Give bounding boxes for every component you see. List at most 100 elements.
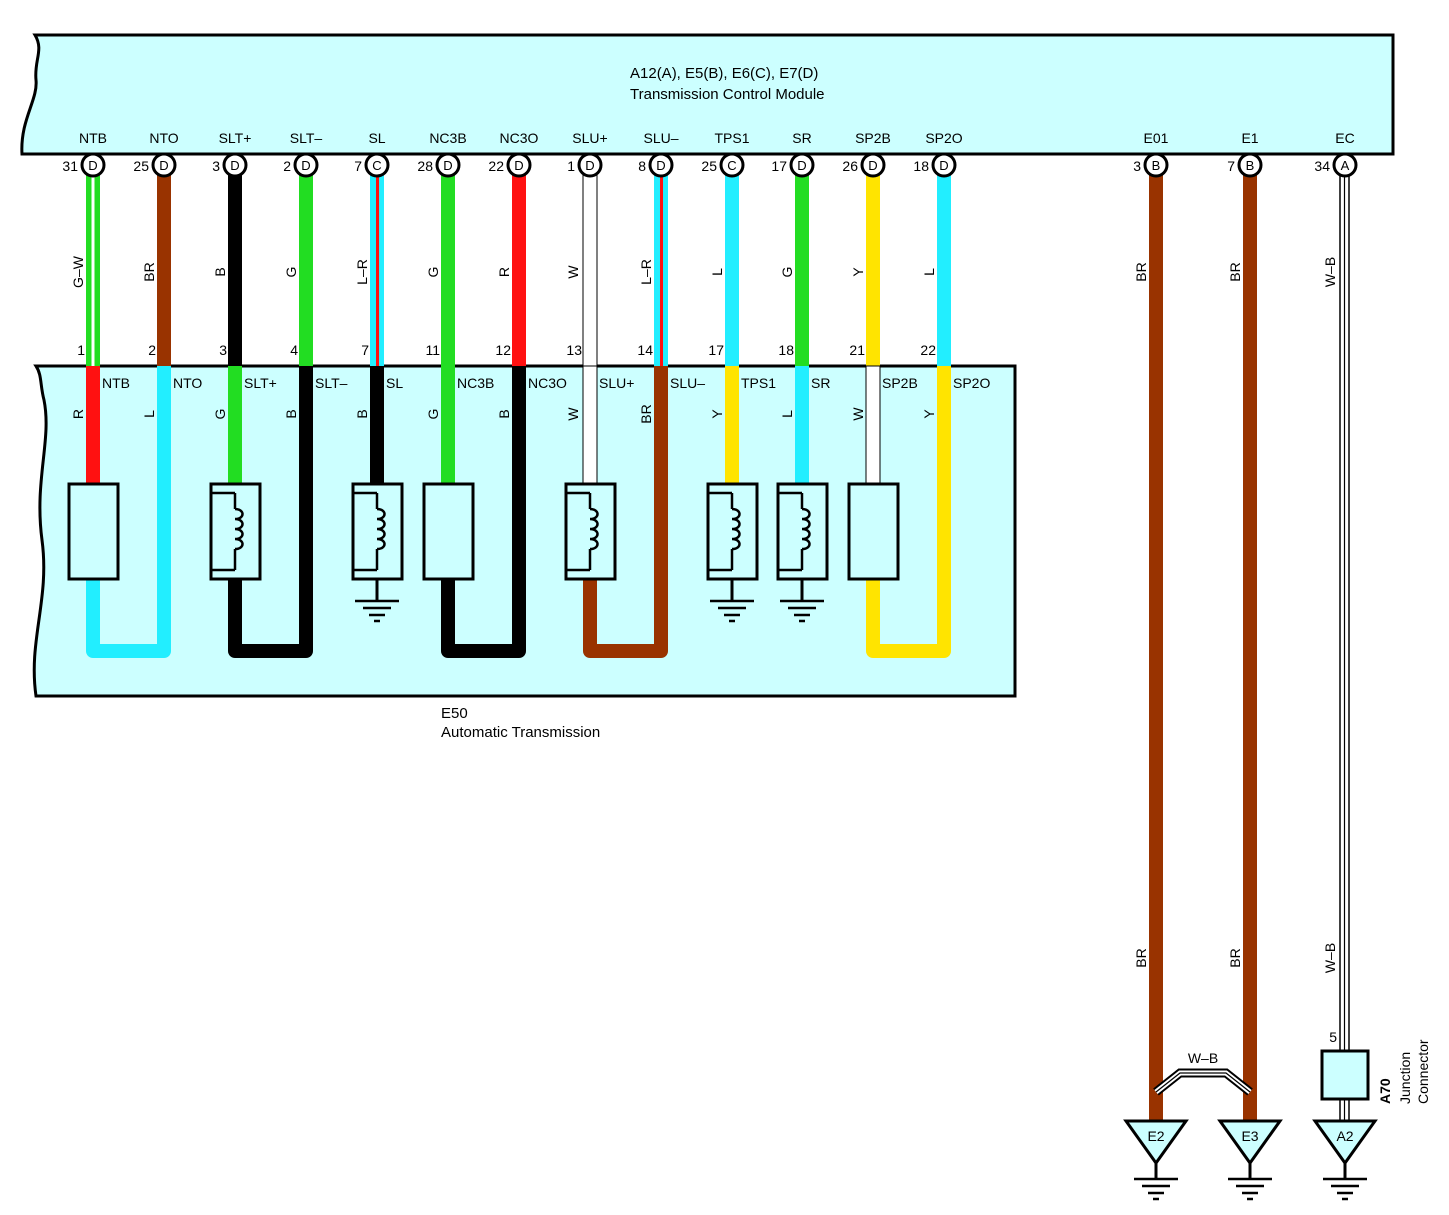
- at-pin-number: 17: [708, 342, 724, 358]
- tcm-box: [20, 33, 1395, 156]
- tcm-pin-label: SP2B: [855, 130, 891, 146]
- tcm-pin-labels: NTB NTO SLT+ SLT– SL NC3B NC3O SLU+ SLU–…: [79, 130, 1355, 146]
- terminal: D 2: [283, 152, 319, 178]
- terminal: D 17: [771, 152, 815, 178]
- at-pin-name: NTB: [102, 375, 130, 391]
- wire-label: R: [70, 409, 86, 419]
- wire-l: [937, 166, 951, 366]
- junction-line2: Connector: [1415, 1039, 1431, 1104]
- junction-id: A70: [1377, 1078, 1393, 1104]
- tcm-pin-label: TPS1: [714, 130, 749, 146]
- at-pin-number: 18: [778, 342, 794, 358]
- ground-points: E2 E3 A2: [1124, 1119, 1377, 1201]
- wire-label: BR: [1227, 262, 1243, 281]
- svg-text:D: D: [939, 158, 948, 173]
- wire-label: W: [565, 407, 581, 421]
- resistor-components: [67, 482, 900, 581]
- wire-label: W–B: [1322, 257, 1338, 287]
- svg-text:D: D: [301, 158, 310, 173]
- svg-text:28: 28: [417, 158, 433, 174]
- solenoid-coil: [776, 482, 829, 581]
- svg-text:D: D: [159, 158, 168, 173]
- ground-wire-labels: BR BR W–B BR BR W–B W–B: [1133, 257, 1338, 1066]
- wire-label: BR: [1227, 948, 1243, 967]
- at-pin-name: TPS1: [741, 375, 776, 391]
- tcm-pin-label: SR: [792, 130, 811, 146]
- wire-g: [441, 166, 455, 366]
- wire-label: Y: [850, 267, 866, 277]
- tcm-pin-label: NC3O: [500, 130, 539, 146]
- wire-label: Y: [921, 409, 937, 419]
- upper-wires: [86, 165, 951, 367]
- terminal: A 34: [1314, 152, 1358, 178]
- wire-label: B: [496, 409, 512, 418]
- svg-text:26: 26: [842, 158, 858, 174]
- at-pin-number: 11: [425, 342, 440, 358]
- svg-text:22: 22: [488, 158, 504, 174]
- svg-text:C: C: [372, 158, 381, 173]
- tcm-title: A12(A), E5(B), E6(C), E7(D): [630, 65, 818, 82]
- solenoid-coil: [564, 482, 617, 581]
- svg-text:D: D: [797, 158, 806, 173]
- wire-l: [725, 166, 739, 366]
- svg-text:25: 25: [133, 158, 149, 174]
- tcm-pin-label: SLT–: [290, 130, 323, 146]
- junction-connector: 5 A70 Junction Connector: [1320, 1029, 1431, 1104]
- wire-label: W–B: [1322, 943, 1338, 973]
- solenoid-coil: [209, 482, 262, 581]
- at-pin-name: SLT–: [315, 375, 348, 391]
- at-pin-name: SLT+: [244, 375, 277, 391]
- at-pin-name: NTO: [173, 375, 202, 391]
- svg-text:31: 31: [62, 158, 78, 174]
- at-pin-name: SL: [386, 375, 403, 391]
- wire-label: G: [212, 409, 228, 420]
- at-pin-number: 3: [219, 342, 227, 358]
- terminal: D 18: [913, 152, 957, 178]
- svg-text:17: 17: [771, 158, 787, 174]
- at-pin-name: SR: [811, 375, 830, 391]
- solenoid-coil: [706, 482, 759, 581]
- svg-text:7: 7: [354, 158, 362, 174]
- terminal: B 7: [1227, 152, 1263, 178]
- at-pin-name: SP2O: [953, 375, 990, 391]
- wire-y: [866, 166, 880, 366]
- at-pin-name: SP2B: [882, 375, 918, 391]
- tcm-pin-label: E01: [1144, 130, 1169, 146]
- junction-pin-number: 5: [1329, 1029, 1337, 1045]
- svg-text:18: 18: [913, 158, 929, 174]
- at-title: E50: [441, 705, 468, 722]
- internal-wires: [86, 365, 951, 658]
- terminal: C 7: [354, 152, 390, 178]
- at-pin-number: 7: [361, 342, 369, 358]
- tcm-terminals: D 31 D 25 D 3 D 2 C 7 D 28: [62, 152, 1358, 178]
- at-pin-name: SLU–: [670, 375, 705, 391]
- at-pin-name: NC3B: [457, 375, 494, 391]
- at-pin-number: 21: [849, 342, 865, 358]
- tcm-pin-label: E1: [1241, 130, 1258, 146]
- ground-label: E2: [1147, 1128, 1164, 1144]
- wire-br: [1149, 166, 1163, 1121]
- terminal: D 22: [488, 152, 532, 178]
- ground-label: E3: [1241, 1128, 1258, 1144]
- at-pin-name: NC3O: [528, 375, 567, 391]
- svg-text:D: D: [585, 158, 594, 173]
- wire-br: [1243, 166, 1257, 1121]
- tcm-pin-label: NC3B: [429, 130, 466, 146]
- tcm-subtitle: Transmission Control Module: [630, 86, 825, 103]
- wire-label: BR: [141, 262, 157, 281]
- svg-text:D: D: [868, 158, 877, 173]
- tcm-pin-label: EC: [1335, 130, 1354, 146]
- sensor-element: [422, 482, 475, 581]
- ground-label: A2: [1336, 1128, 1353, 1144]
- wire-label: R: [496, 267, 512, 277]
- wire-label: BR: [1133, 262, 1149, 281]
- tcm-pin-label: SLU–: [643, 130, 678, 146]
- svg-text:D: D: [443, 158, 452, 173]
- tcm-pin-label: SLT+: [219, 130, 252, 146]
- svg-text:7: 7: [1227, 158, 1235, 174]
- wire-label: W: [565, 265, 581, 279]
- wire-label: Y: [709, 409, 725, 419]
- at-pin-name: SLU+: [599, 375, 634, 391]
- svg-text:B: B: [1246, 158, 1255, 173]
